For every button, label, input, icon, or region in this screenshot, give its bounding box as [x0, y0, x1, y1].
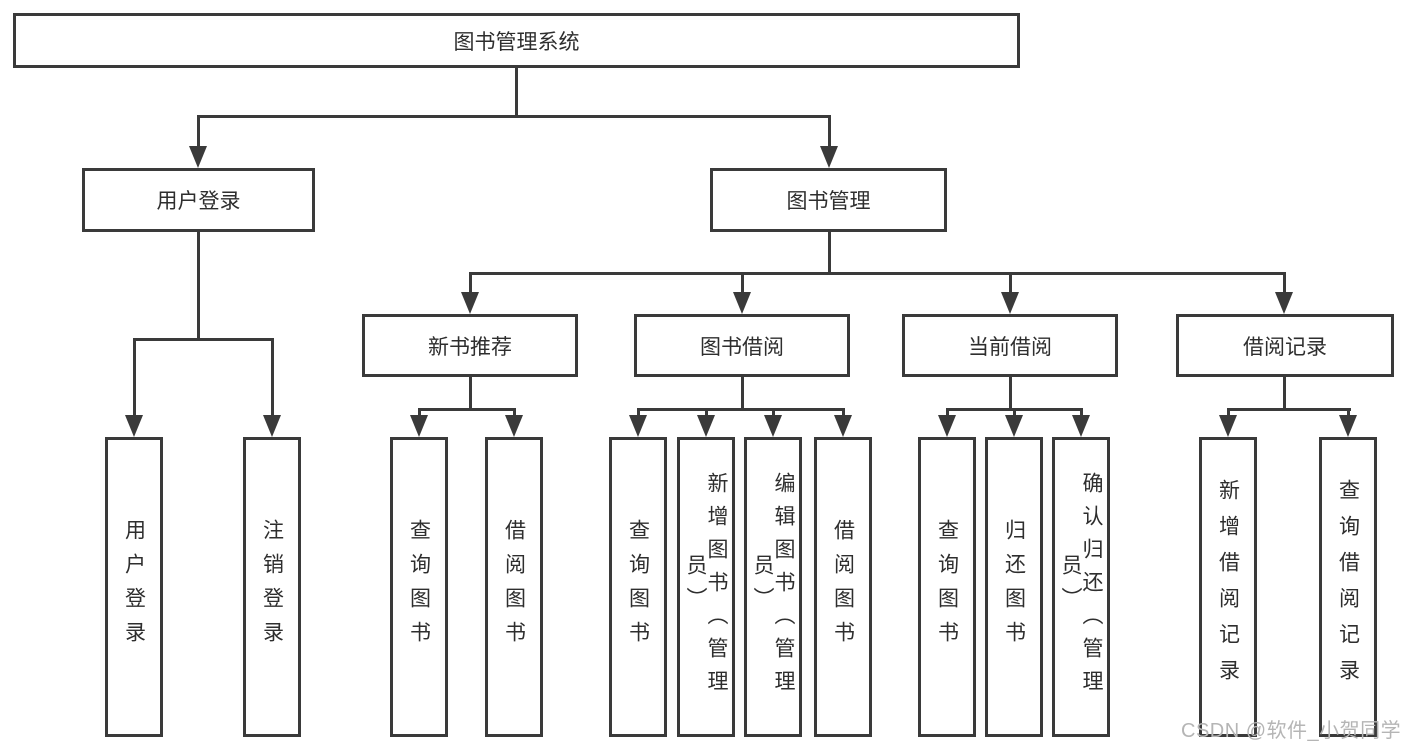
- connector-drop: [418, 408, 421, 419]
- arrow-down-icon: [764, 415, 782, 437]
- connector-drop: [1080, 408, 1083, 419]
- connector-drop: [772, 408, 775, 419]
- connector-drop: [946, 408, 949, 419]
- node-user-login: 用户登录: [82, 168, 315, 232]
- arrow-down-icon: [1339, 415, 1357, 437]
- node-leaf-borrow-books: 借阅图书: [814, 437, 872, 737]
- arrow-down-icon: [505, 415, 523, 437]
- node-leaf-query-books-current: 查询图书: [918, 437, 976, 737]
- connector-drop-current-borrow: [1009, 272, 1012, 294]
- node-leaf-query-books-recommend: 查询图书: [390, 437, 448, 737]
- connector-drop-book-management: [828, 115, 831, 148]
- arrow-down-icon: [938, 415, 956, 437]
- node-leaf-edit-book-admin: 编辑图书（管理员）: [744, 437, 802, 737]
- connector-borrow-records-bar: [1227, 408, 1351, 411]
- arrow-down-icon: [1001, 292, 1019, 314]
- connector-new-book-trunk: [469, 377, 472, 408]
- node-leaf-logout: 注销登录: [243, 437, 301, 737]
- node-leaf-add-borrow-record: 新增借阅记录: [1199, 437, 1257, 737]
- connector-drop: [513, 408, 516, 419]
- arrow-down-icon: [461, 292, 479, 314]
- node-leaf-confirm-return-admin: 确认归还（管理员）: [1052, 437, 1110, 737]
- connector-drop-borrow-records: [1283, 272, 1286, 294]
- node-leaf-query-borrow-record: 查询借阅记录: [1319, 437, 1377, 737]
- arrow-down-icon: [1219, 415, 1237, 437]
- connector-drop-new-book: [469, 272, 472, 294]
- arrow-down-icon: [697, 415, 715, 437]
- connector-user-login-trunk: [197, 232, 200, 338]
- node-new-book-recommend: 新书推荐: [362, 314, 578, 377]
- connector-drop: [705, 408, 708, 419]
- connector-drop-book-borrow: [741, 272, 744, 294]
- connector-level3-bar: [469, 272, 1286, 275]
- connector-borrow-records-trunk: [1283, 377, 1286, 408]
- arrow-down-icon: [629, 415, 647, 437]
- connector-drop: [1013, 408, 1016, 419]
- arrow-down-icon: [410, 415, 428, 437]
- connector-drop: [1227, 408, 1230, 419]
- csdn-watermark: CSDN @软件_小贺同学: [1181, 720, 1402, 742]
- connector-user-login-bar: [133, 338, 273, 341]
- node-leaf-add-book-admin: 新增图书（管理员）: [677, 437, 735, 737]
- node-leaf-return-book: 归还图书: [985, 437, 1043, 737]
- node-borrow-records: 借阅记录: [1176, 314, 1394, 377]
- node-book-borrow: 图书借阅: [634, 314, 850, 377]
- arrow-down-icon: [1275, 292, 1293, 314]
- arrow-down-icon: [263, 415, 281, 437]
- connector-book-borrow-bar: [637, 408, 845, 411]
- connector-level1-bar: [197, 115, 831, 118]
- connector-drop-leaf-logout: [271, 338, 274, 418]
- arrow-down-icon: [1072, 415, 1090, 437]
- connector-drop: [842, 408, 845, 419]
- connector-drop-user-login: [197, 115, 200, 148]
- node-leaf-borrow-books-recommend: 借阅图书: [485, 437, 543, 737]
- arrow-down-icon: [733, 292, 751, 314]
- node-leaf-query-books-borrow: 查询图书: [609, 437, 667, 737]
- connector-book-management-trunk: [828, 232, 831, 272]
- arrow-down-icon: [820, 146, 838, 168]
- arrow-down-icon: [1005, 415, 1023, 437]
- connector-drop: [637, 408, 640, 419]
- arrow-down-icon: [125, 415, 143, 437]
- node-leaf-user-login: 用户登录: [105, 437, 163, 737]
- arrow-down-icon: [189, 146, 207, 168]
- arrow-down-icon: [834, 415, 852, 437]
- node-root: 图书管理系统: [13, 13, 1020, 68]
- node-book-management: 图书管理: [710, 168, 947, 232]
- connector-current-borrow-trunk: [1009, 377, 1012, 408]
- connector-book-borrow-trunk: [741, 377, 744, 408]
- connector-drop-leaf-user-login: [133, 338, 136, 418]
- connector-root-trunk: [515, 68, 518, 115]
- connector-drop: [1347, 408, 1350, 419]
- connector-new-book-bar: [418, 408, 516, 411]
- node-current-borrow: 当前借阅: [902, 314, 1118, 377]
